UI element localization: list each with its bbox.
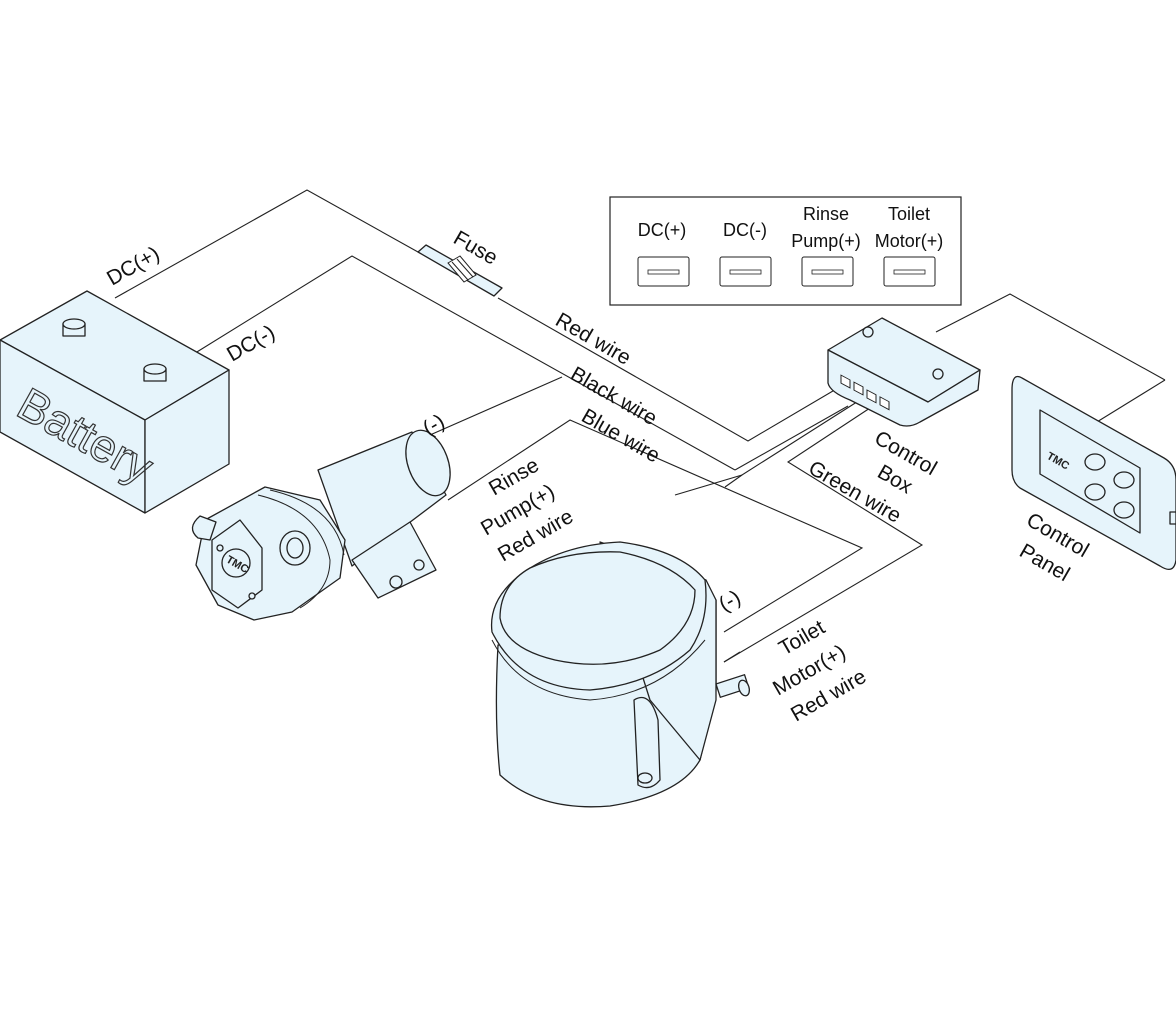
legend-item-toilet-motor: Toilet Motor(+): [875, 204, 944, 287]
rinse-pump: TMC: [191, 429, 451, 621]
wire-red: [497, 297, 839, 442]
panel-button: [1084, 453, 1106, 471]
connector-legend: DC(+) DC(-) Rinse Pump(+) Toilet Motor(+…: [609, 196, 962, 306]
control-box-ports: [840, 374, 890, 411]
legend-label-toilet-line2: Motor(+): [875, 231, 944, 251]
wires: [114, 189, 1166, 663]
legend-label-dc-minus: DC(-): [723, 220, 767, 240]
wire-panel-down: [1091, 379, 1166, 426]
panel-button: [1113, 471, 1135, 489]
label-dc-plus: DC(+): [103, 242, 164, 290]
wire-dc-plus: [114, 189, 419, 299]
pump-foot: [351, 521, 437, 599]
toilet: [490, 541, 751, 808]
legend-frame: [609, 196, 962, 306]
fuse-detail: [451, 261, 469, 281]
label-dc-minus: DC(-): [223, 321, 279, 367]
control-panel: TMC: [1011, 375, 1176, 571]
toilet-side-recess: [633, 696, 661, 789]
wire-pump-negative: [429, 376, 563, 436]
battery-side: [144, 369, 230, 514]
panel-button: [1113, 501, 1135, 519]
legend-item-dc-minus: DC(-): [719, 220, 772, 287]
pump-bracket: [191, 515, 217, 541]
panel-button: [1084, 483, 1106, 501]
battery-terminal-minus: [143, 363, 167, 382]
battery-terminal-plus: [62, 318, 86, 337]
legend-label-toilet-line1: Toilet: [888, 204, 930, 224]
legend-item-dc-plus: DC(+): [637, 220, 690, 287]
fuse: [417, 244, 503, 297]
wire-black: [191, 255, 736, 471]
legend-label-dc-plus: DC(+): [638, 220, 687, 240]
label-toilet-minus: (-): [715, 586, 745, 616]
control-box-body: [827, 349, 981, 427]
wire-blue: [447, 419, 864, 633]
wire-black-to-box: [734, 405, 849, 471]
legend-label-rinse-line2: Pump(+): [791, 231, 861, 251]
wire-toilet-motor: [723, 651, 741, 663]
label-red-wire: Red wire: [552, 308, 635, 369]
fuse-detail: [456, 258, 474, 278]
pump-motor-end: [405, 429, 451, 497]
wire-panel: [935, 293, 1166, 381]
connector-slot: [893, 269, 926, 275]
pump-head-seam: [257, 494, 331, 609]
battery: Battery: [0, 290, 230, 514]
connector-slot: [729, 269, 762, 275]
toilet-lid: [499, 551, 696, 665]
wire-rinse-pump-seg: [724, 474, 743, 488]
wire-green: [723, 407, 924, 663]
connector-slot: [811, 269, 844, 275]
connector-slot: [647, 269, 680, 275]
fuse-clip: [447, 255, 477, 283]
legend-label-rinse-line1: Rinse: [803, 204, 849, 224]
legend-item-rinse-pump: Rinse Pump(+): [791, 204, 861, 287]
control-box: [827, 317, 981, 427]
control-panel-buttons: [1084, 453, 1135, 519]
